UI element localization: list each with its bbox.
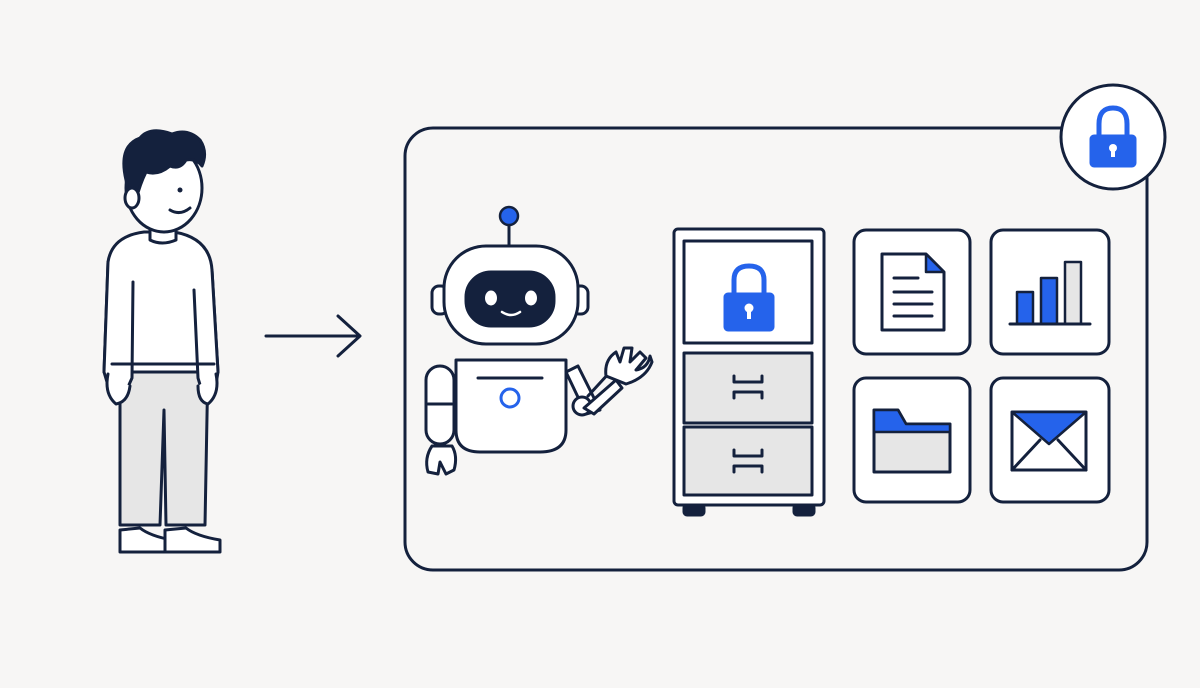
robot-icon bbox=[424, 205, 654, 476]
filing-cabinet-icon bbox=[672, 227, 826, 517]
document-icon bbox=[880, 252, 946, 332]
chart-tile bbox=[989, 228, 1111, 356]
padlock-badge-icon bbox=[1059, 83, 1167, 191]
document-tile bbox=[852, 228, 972, 356]
envelope-icon bbox=[1010, 410, 1088, 472]
person-icon bbox=[102, 129, 222, 554]
cabinet-padlock-icon bbox=[723, 263, 775, 332]
bar-chart-icon bbox=[1008, 260, 1092, 326]
folder-icon bbox=[872, 408, 952, 474]
arrow-right-icon bbox=[264, 314, 362, 358]
mail-tile bbox=[989, 376, 1111, 504]
folder-tile bbox=[852, 376, 972, 504]
